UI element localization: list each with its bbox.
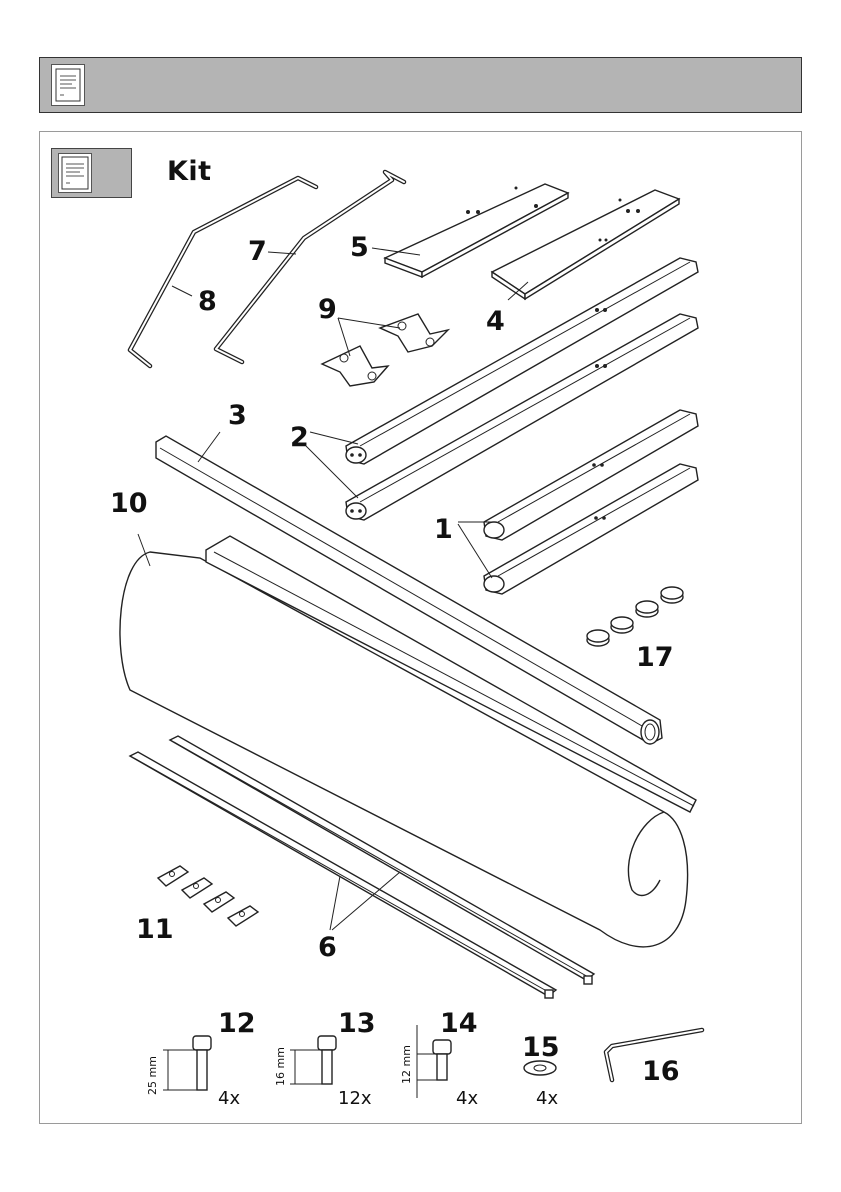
washer-15-qty: 4x	[536, 1088, 558, 1109]
screw-12-length: 25 mm	[146, 1056, 159, 1095]
label-part-10: 10	[110, 488, 148, 519]
label-part-8: 8	[198, 286, 217, 317]
label-part-5: 5	[350, 232, 369, 263]
label-part-2: 2	[290, 422, 309, 453]
screw-13	[290, 1036, 336, 1084]
label-part-9: 9	[318, 294, 337, 325]
label-part-6: 6	[318, 932, 337, 963]
screw-12	[163, 1036, 211, 1090]
screw-12-qty: 4x	[218, 1088, 240, 1109]
caps-17	[587, 587, 683, 646]
bracket-9a	[380, 314, 448, 352]
label-part-15: 15	[522, 1032, 560, 1063]
bracket-9b	[322, 346, 388, 386]
screw-14-length: 12 mm	[400, 1045, 413, 1084]
label-part-11: 11	[136, 914, 174, 945]
label-part-7: 7	[248, 236, 267, 267]
label-part-1: 1	[434, 514, 453, 545]
screw-13-length: 16 mm	[274, 1047, 287, 1086]
screw-13-qty: 12x	[338, 1088, 372, 1109]
label-part-12: 12	[218, 1008, 256, 1039]
label-part-14: 14	[440, 1008, 478, 1039]
washer-15	[524, 1061, 556, 1075]
label-part-16: 16	[642, 1056, 680, 1087]
label-part-13: 13	[338, 1008, 376, 1039]
label-part-3: 3	[228, 400, 247, 431]
label-part-17: 17	[636, 642, 674, 673]
label-part-4: 4	[486, 306, 505, 337]
wire-frame-7	[216, 172, 404, 362]
screw-14-qty: 4x	[456, 1088, 478, 1109]
